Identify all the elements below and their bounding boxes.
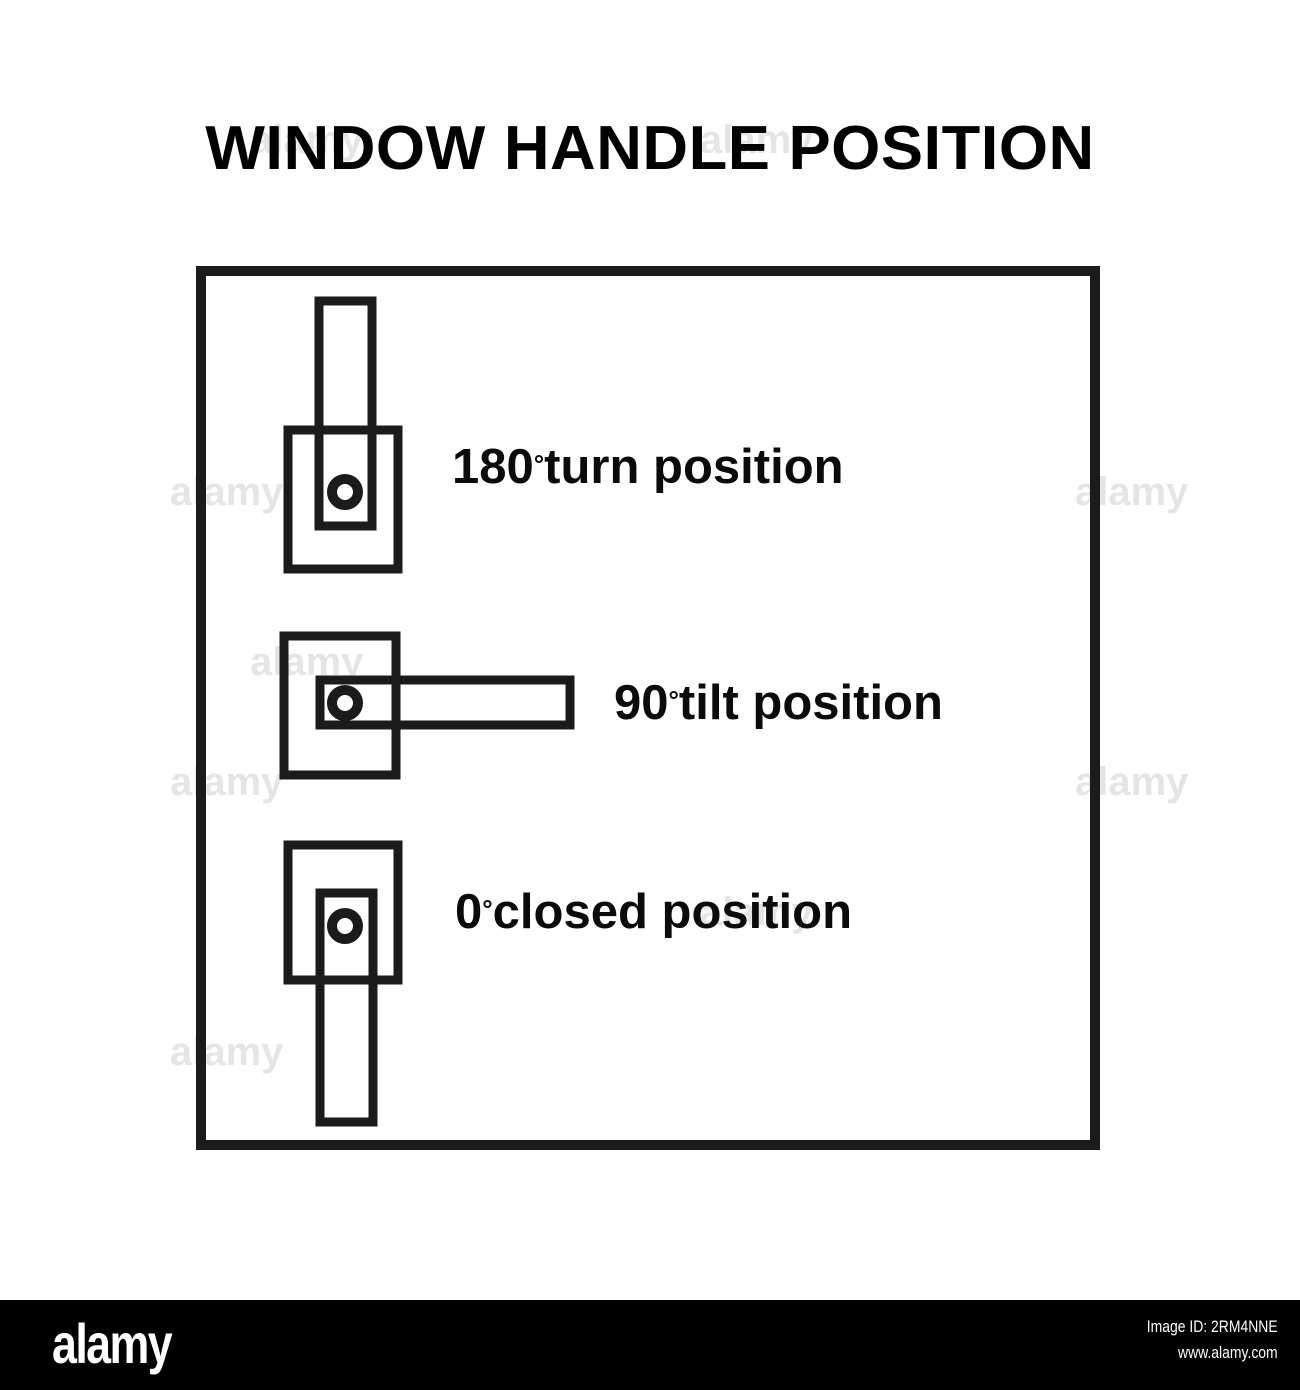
website-link[interactable]: www.alamy.com — [1178, 1343, 1278, 1362]
handle-90-tilt — [279, 631, 575, 780]
label-0-text: closed position — [492, 885, 853, 939]
lever-0 — [315, 888, 378, 1127]
lever-90 — [315, 675, 575, 730]
footer-meta: Image ID: 2RM4NNE www.alamy.com — [1147, 1314, 1278, 1366]
label-90-tilt-position: 90°tilt position — [614, 679, 943, 728]
lever-180 — [314, 296, 377, 531]
label-0-closed-position: 0°closed position — [455, 888, 852, 937]
label-180-text: turn position — [544, 440, 844, 494]
footer-bar: alamy Image ID: 2RM4NNE www.alamy.com — [0, 1300, 1300, 1390]
label-90-text: tilt position — [678, 676, 943, 730]
degree-symbol-icon: ° — [482, 893, 493, 924]
backplate-90 — [279, 631, 401, 780]
backplate-0 — [283, 840, 403, 985]
degree-symbol-icon: ° — [668, 684, 679, 715]
handle-0-closed — [283, 840, 403, 1127]
diagram-canvas: WINDOW HANDLE POSITION alamy alamy alamy… — [170, 114, 1189, 1150]
image-id-text: Image ID: 2RM4NNE — [1147, 1317, 1278, 1336]
label-180-angle: 180 — [452, 440, 534, 494]
degree-symbol-icon: ° — [533, 448, 545, 479]
handle-illustrations — [279, 296, 575, 1127]
handle-180-turn — [283, 296, 403, 574]
alamy-logo: alamy — [52, 1312, 173, 1375]
diagram-frame — [196, 266, 1100, 1150]
label-180-turn-position: 180°turn position — [452, 443, 844, 492]
backplate-180 — [283, 425, 403, 574]
pivot-screw-90 — [327, 685, 363, 721]
page-title: WINDOW HANDLE POSITION — [205, 114, 1095, 183]
label-90-angle: 90 — [614, 676, 669, 730]
pivot-screw-180 — [327, 474, 363, 510]
pivot-screw-0 — [327, 908, 363, 944]
label-0-angle: 0 — [455, 885, 483, 939]
